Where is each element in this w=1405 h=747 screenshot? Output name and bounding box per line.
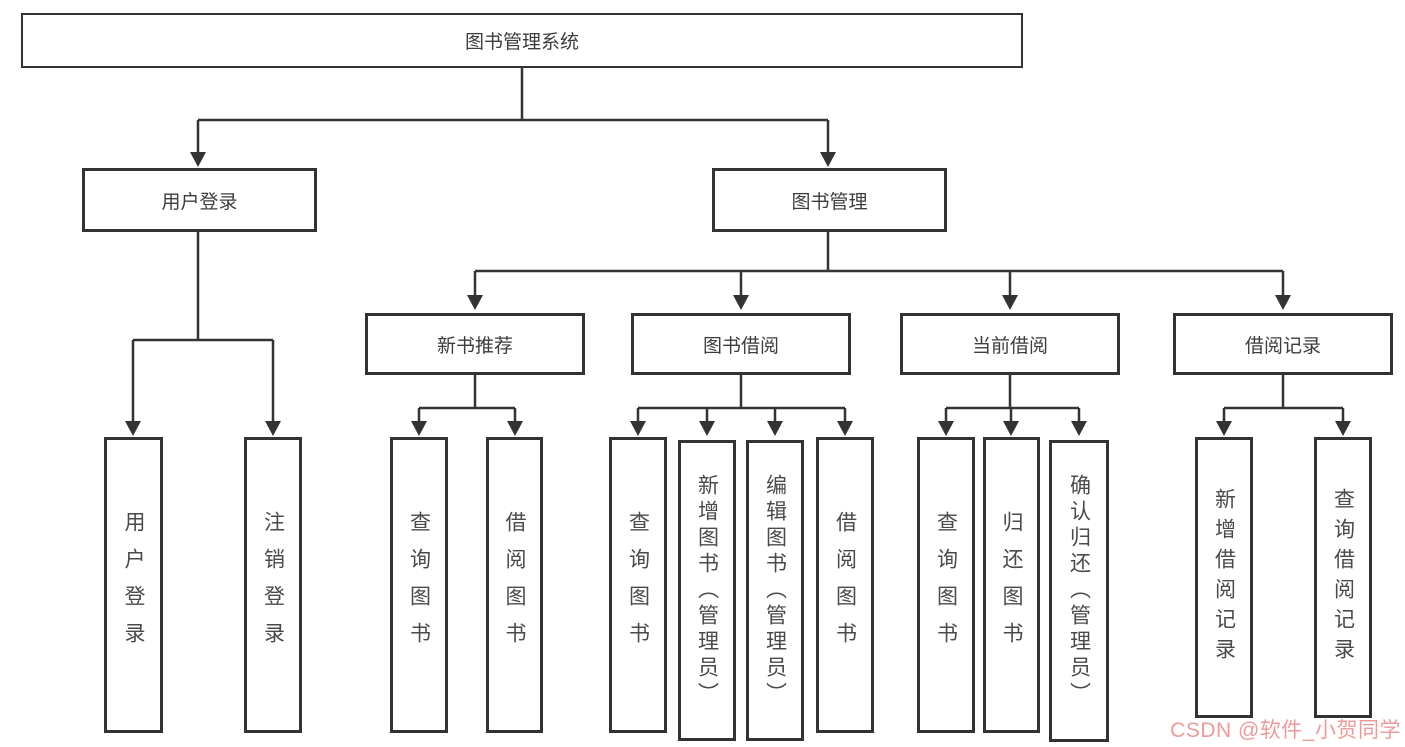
leaf-current-query-books-label: 查询图书 [934,511,958,659]
leaf-recommend-query-books-label: 查询图书 [407,511,431,659]
leaf-logout: 注销登录 [244,437,302,733]
leaf-add-books-admin: 新增图书（管理员） [678,440,736,741]
watermark-text: CSDN @软件_小贺同学 [1170,719,1401,742]
leaf-borrow-query-books-label: 查询图书 [626,511,650,659]
node-root: 图书管理系统 [21,13,1023,68]
node-new-book-recommend: 新书推荐 [365,313,585,375]
leaf-logout-label: 注销登录 [261,511,285,659]
node-root-label: 图书管理系统 [464,32,579,53]
node-user-login-branch: 用户登录 [82,168,317,232]
leaf-add-borrow-record: 新增借阅记录 [1195,437,1253,718]
leaf-query-borrow-record-label: 查询借阅记录 [1331,487,1355,668]
node-borrow-records-label: 借阅记录 [1244,335,1321,357]
leaf-add-books-admin-label: 新增图书（管理员） [695,473,719,708]
leaf-user-login-label: 用户登录 [122,511,145,659]
leaf-user-login: 用户登录 [104,437,163,733]
node-book-borrow-label: 图书借阅 [702,335,779,357]
node-book-mgmt-branch: 图书管理 [712,168,947,232]
leaf-recommend-borrow-books: 借阅图书 [486,437,543,733]
leaf-edit-books-admin-label: 编辑图书（管理员） [763,473,787,708]
node-book-borrow: 图书借阅 [631,313,851,375]
leaf-borrow-books-label: 借阅图书 [833,511,857,659]
node-current-borrow: 当前借阅 [900,313,1120,375]
node-book-mgmt-branch-label: 图书管理 [791,191,868,213]
leaf-borrow-books: 借阅图书 [816,437,874,733]
leaf-return-books: 归还图书 [983,437,1040,733]
leaf-confirm-return-admin-label: 确认归还（管理员） [1067,474,1091,708]
leaf-query-borrow-record: 查询借阅记录 [1314,437,1372,718]
leaf-confirm-return-admin: 确认归还（管理员） [1049,440,1109,742]
leaf-return-books-label: 归还图书 [1000,511,1023,659]
node-current-borrow-label: 当前借阅 [971,335,1048,357]
leaf-borrow-query-books: 查询图书 [609,437,667,733]
leaf-add-borrow-record-label: 新增借阅记录 [1212,487,1236,668]
leaf-recommend-query-books: 查询图书 [390,437,448,733]
node-user-login-branch-label: 用户登录 [161,191,238,213]
node-borrow-records: 借阅记录 [1173,313,1393,375]
leaf-edit-books-admin: 编辑图书（管理员） [746,440,804,741]
leaf-recommend-borrow-books-label: 借阅图书 [503,511,526,659]
leaf-current-query-books: 查询图书 [917,437,975,733]
node-new-book-recommend-label: 新书推荐 [436,335,513,357]
